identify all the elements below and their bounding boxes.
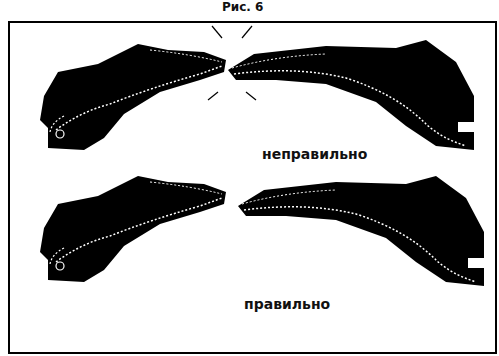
state-label: неправильно <box>262 146 367 162</box>
figure-number: Рис. 6 <box>222 0 263 14</box>
frame <box>9 22 496 353</box>
spark-lines <box>208 26 256 100</box>
state-label: правильно <box>244 296 330 312</box>
